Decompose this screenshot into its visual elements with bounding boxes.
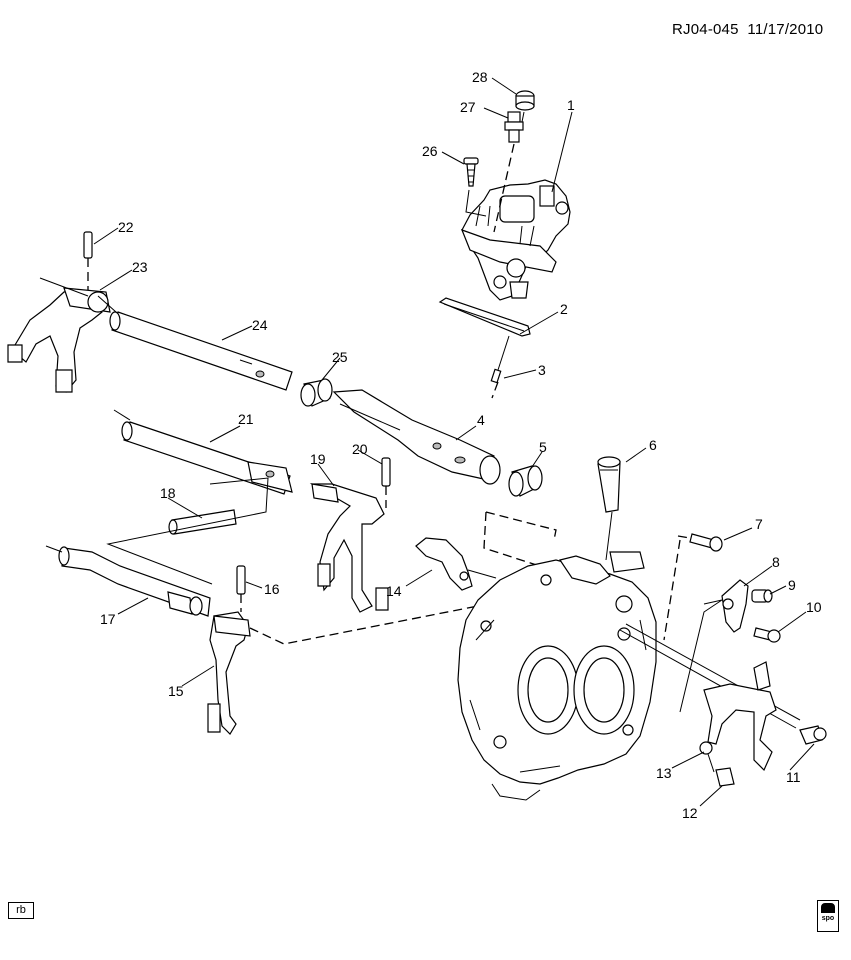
shift-fork-23 xyxy=(7,287,111,393)
transmission-case xyxy=(457,551,657,801)
shift-fork-15 xyxy=(207,611,251,735)
callout-13: 13 xyxy=(656,765,672,781)
callout-24: 24 xyxy=(252,317,268,333)
callout-11: 11 xyxy=(786,769,801,785)
callout-18: 18 xyxy=(160,485,176,501)
callout-12: 12 xyxy=(682,805,698,821)
tube-6 xyxy=(597,456,621,513)
callout-7: 7 xyxy=(755,516,763,532)
callout-10: 10 xyxy=(806,599,822,615)
sensor-27 xyxy=(504,111,524,143)
shift-fork-19 xyxy=(309,483,389,613)
bolt-26 xyxy=(463,157,479,187)
pin-3 xyxy=(490,368,502,384)
pin-16 xyxy=(236,565,246,595)
callout-4: 4 xyxy=(477,412,485,428)
shift-rail-21 xyxy=(121,421,293,495)
spo-logo: spo xyxy=(817,900,839,932)
bolt-11 xyxy=(799,725,827,745)
cap-28 xyxy=(515,90,535,111)
callout-17: 17 xyxy=(100,611,116,627)
callout-6: 6 xyxy=(649,437,657,453)
shift-rail-24 xyxy=(109,311,293,391)
pin-20 xyxy=(381,457,391,487)
callout-25: 25 xyxy=(332,349,348,365)
callout-9: 9 xyxy=(788,577,796,593)
callout-15: 15 xyxy=(168,683,184,699)
shift-rail-17 xyxy=(58,546,211,617)
callout-20: 20 xyxy=(352,441,368,457)
pin-3-stem xyxy=(497,335,510,371)
diagram-date: 11/17/2010 xyxy=(747,21,824,38)
callout-2: 2 xyxy=(560,301,568,317)
lever-8 xyxy=(721,579,749,633)
callout-27: 27 xyxy=(460,99,476,115)
callout-21: 21 xyxy=(238,411,254,427)
callout-16: 16 xyxy=(264,581,280,597)
callout-14: 14 xyxy=(386,583,402,599)
bushing-9 xyxy=(751,589,773,603)
shift-control-housing xyxy=(460,179,571,301)
callout-3: 3 xyxy=(538,362,546,378)
pin-22 xyxy=(83,231,93,259)
logo-cap-icon xyxy=(821,903,835,913)
bolt-10 xyxy=(753,627,781,643)
sleeve-25 xyxy=(300,378,333,407)
callout-26: 26 xyxy=(422,143,438,159)
callout-1: 1 xyxy=(567,97,575,113)
callout-28: 28 xyxy=(472,69,488,85)
pin-18 xyxy=(168,509,237,535)
bolt-7 xyxy=(689,533,723,552)
lever-13 xyxy=(699,661,777,772)
callout-8: 8 xyxy=(772,554,780,570)
callout-19: 19 xyxy=(310,451,326,467)
bracket-14 xyxy=(415,537,473,591)
callout-22: 22 xyxy=(118,219,134,235)
rb-label-box: rb xyxy=(8,902,34,919)
bushing-5 xyxy=(508,465,543,497)
diagram-id: RJ04-045 xyxy=(672,21,739,38)
shift-shaft-4 xyxy=(332,389,501,485)
callout-23: 23 xyxy=(132,259,148,275)
diagram-code: RJ04-045 11/17/2010 xyxy=(672,21,823,38)
clip-12 xyxy=(715,767,735,787)
callout-5: 5 xyxy=(539,439,547,455)
logo-text: spo xyxy=(821,915,835,922)
gasket xyxy=(438,297,531,337)
